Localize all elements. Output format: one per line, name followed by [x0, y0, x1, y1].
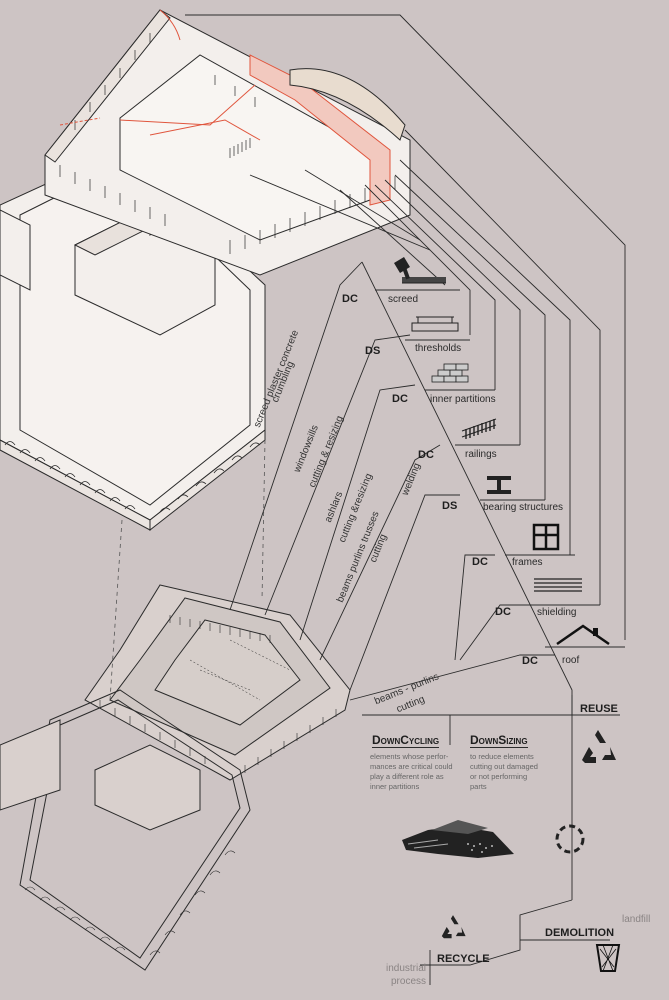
window-frame-icon — [532, 523, 560, 551]
downcycling-description: elements whose perfor- mances are critic… — [370, 752, 453, 791]
threshold-icon — [411, 316, 459, 332]
recycle-heading: RECYCLE — [437, 953, 490, 965]
label-inner-partitions: inner partitions — [430, 394, 496, 405]
demolition-heading: DEMOLITION — [545, 927, 615, 939]
shielding-icon — [534, 578, 582, 592]
roof-icon — [556, 624, 610, 646]
recycle-icon — [582, 730, 616, 763]
downsizing-description: to reduce elements cutting out damaged o… — [470, 752, 538, 791]
downcycling-title: DownCycling — [372, 733, 440, 748]
tag-inner-partitions: DC — [392, 393, 408, 405]
tag-railings: DC — [418, 449, 434, 461]
downsizing-title: DownSizing — [470, 733, 528, 748]
recycle-small-icon — [441, 915, 466, 939]
brick-wall-icon — [431, 363, 469, 383]
debris-icon — [402, 820, 514, 858]
label-roof: roof — [562, 655, 580, 666]
tag-shielding: DC — [495, 606, 511, 618]
label-screed: screed — [388, 294, 419, 305]
connector-lines — [185, 14, 626, 640]
railing-icon — [461, 418, 497, 439]
tag-screed: DC — [342, 293, 358, 305]
reuse-heading: REUSE — [580, 703, 618, 715]
bottom-building — [0, 584, 351, 971]
tag-frames: DC — [472, 556, 488, 568]
dashed-circle-icon — [555, 824, 585, 854]
label-railings: railings — [465, 449, 497, 460]
tag-bearing-structures: DS — [442, 500, 458, 512]
top-building — [0, 9, 411, 532]
tag-roof: DC — [522, 655, 538, 667]
label-shielding: shielding — [537, 607, 577, 618]
steel-beam-icon — [487, 476, 511, 494]
screed-tool-icon — [394, 257, 446, 284]
industrial-process-label: industrial process — [386, 963, 427, 987]
label-frames: frames — [512, 557, 543, 568]
label-thresholds: thresholds — [415, 343, 462, 354]
trash-bin-icon — [595, 944, 621, 972]
landfill-label: landfill — [622, 914, 651, 925]
label-bearing-structures: bearing structures — [483, 502, 564, 513]
tag-thresholds: DS — [365, 345, 381, 357]
